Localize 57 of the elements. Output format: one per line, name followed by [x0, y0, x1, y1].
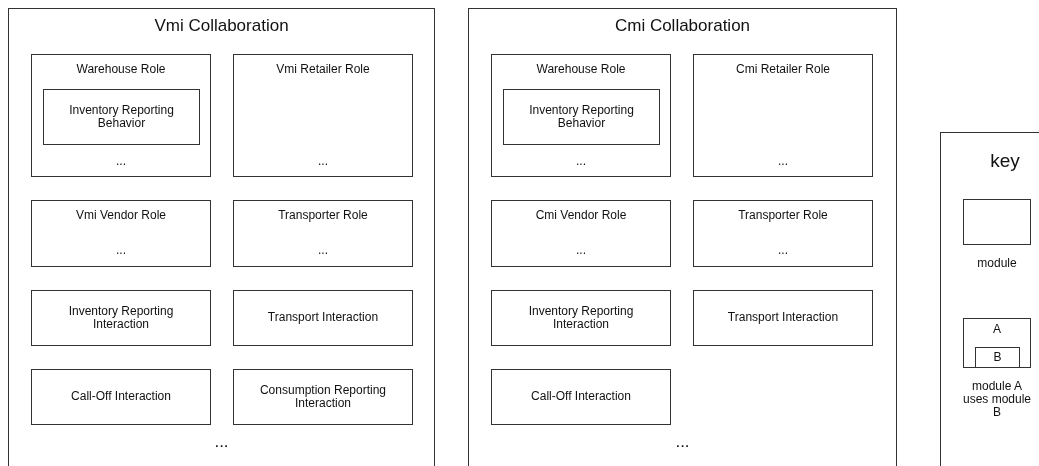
module-box — [31, 290, 211, 346]
box-title: Inventory Reporting Interaction — [527, 304, 635, 332]
module-box — [233, 369, 413, 425]
box-title: Inventory Reporting Behavior — [68, 103, 175, 131]
module-box — [491, 369, 671, 425]
box-title: Consumption Reporting Interaction — [258, 383, 388, 411]
ellipsis: ... — [674, 433, 691, 452]
module-letter: A — [992, 323, 1002, 337]
ellipsis: ... — [317, 155, 329, 169]
box-title: Vmi Collaboration — [153, 17, 290, 36]
box-title: Transport Interaction — [726, 311, 840, 325]
ellipsis: ... — [317, 244, 329, 258]
module-box — [233, 200, 413, 267]
box-title: Warehouse Role — [535, 63, 627, 77]
box-title: Cmi Retailer Role — [735, 63, 831, 77]
key-panel — [940, 132, 1039, 466]
module-sample-box — [963, 199, 1031, 245]
ellipsis: ... — [777, 155, 789, 169]
module-box — [43, 89, 200, 145]
key-title: key — [989, 151, 1021, 172]
box-title: Transport Interaction — [266, 311, 380, 325]
module-box — [491, 54, 671, 177]
module-box — [233, 290, 413, 346]
ellipsis: ... — [213, 433, 230, 452]
box-title: Vmi Vendor Role — [74, 209, 167, 223]
module-box — [491, 200, 671, 267]
box-title: Warehouse Role — [75, 63, 167, 77]
key-caption: module — [976, 257, 1018, 271]
module-box — [31, 369, 211, 425]
module-box — [491, 290, 671, 346]
module-letter: B — [992, 351, 1003, 365]
ellipsis: ... — [575, 155, 587, 169]
ellipsis: ... — [575, 244, 587, 258]
module-box — [31, 54, 211, 177]
module-box — [503, 89, 660, 145]
module-box — [233, 54, 413, 177]
ellipsis: ... — [777, 244, 789, 258]
box-title: Call-Off Interaction — [530, 390, 632, 404]
box-title: Inventory Reporting Behavior — [528, 103, 635, 131]
box-title: Call-Off Interaction — [70, 390, 172, 404]
ellipsis: ... — [115, 244, 127, 258]
box-title: Inventory Reporting Interaction — [67, 304, 175, 332]
inner-module-sample-box — [975, 347, 1020, 368]
box-title: Transporter Role — [737, 209, 829, 223]
key-caption: module A uses module B — [961, 380, 1032, 420]
nested-module-sample-box — [963, 318, 1031, 368]
collaboration-box — [8, 8, 435, 466]
module-box — [693, 290, 873, 346]
box-title: Transporter Role — [277, 209, 369, 223]
module-box — [31, 200, 211, 267]
box-title: Cmi Vendor Role — [534, 209, 628, 223]
module-box — [693, 200, 873, 267]
box-title: Vmi Retailer Role — [275, 63, 371, 77]
module-box — [693, 54, 873, 177]
box-title: Cmi Collaboration — [613, 17, 752, 36]
collaboration-box — [468, 8, 897, 466]
ellipsis: ... — [115, 155, 127, 169]
